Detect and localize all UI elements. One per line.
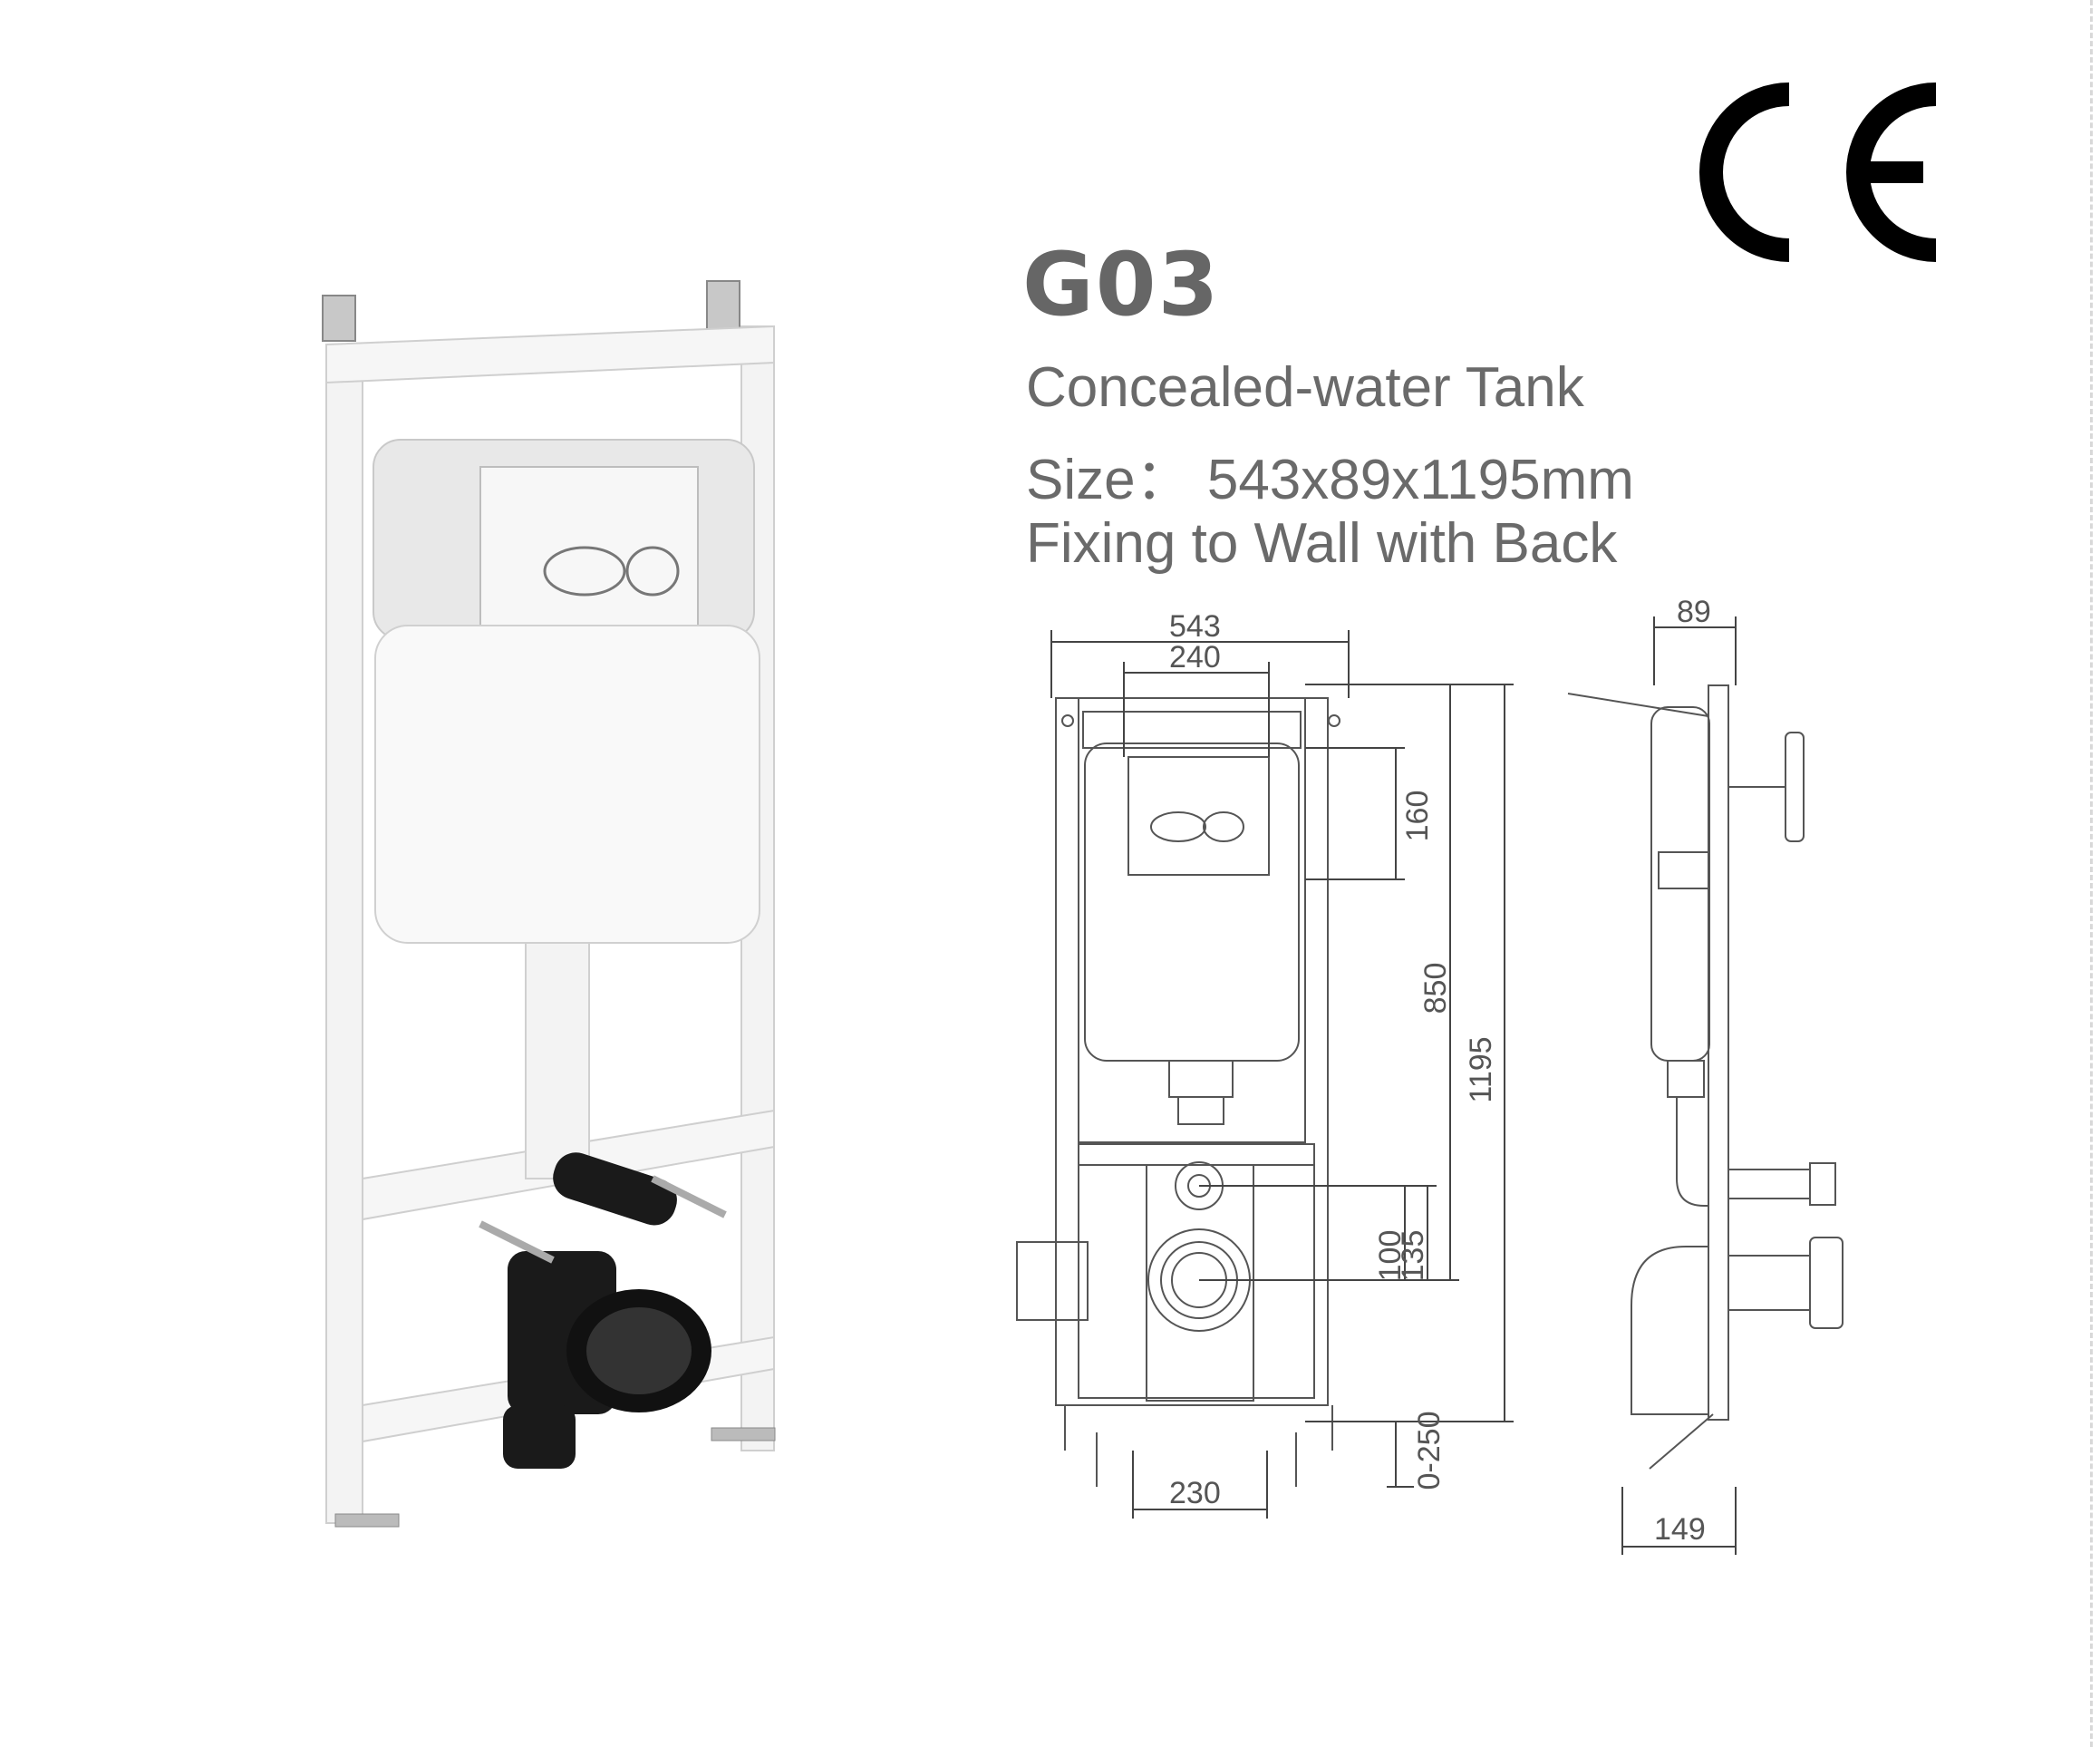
dim-leg-adjust: 0-250	[1412, 1412, 1447, 1490]
product-size: Size： 543x89x1195mm	[1026, 449, 1634, 511]
product-name: Concealed-water Tank	[1026, 356, 1584, 419]
product-mounting: Fixing to Wall with Back	[1026, 512, 1618, 575]
dim-height-tank: 850	[1418, 963, 1453, 1014]
dim-height-overall: 1195	[1464, 1036, 1498, 1102]
dim-height-button: 160	[1400, 791, 1435, 842]
product-photo	[322, 280, 776, 1528]
dim-width-inner: 240	[1169, 640, 1221, 675]
dim-inlet-height: 135	[1396, 1230, 1430, 1282]
dim-depth: 89	[1677, 595, 1711, 629]
dim-outlet-spacing: 230	[1169, 1476, 1221, 1510]
page-edge-dashed	[2090, 0, 2093, 1747]
dim-width-overall: 543	[1169, 609, 1221, 644]
model-number: G03	[1022, 234, 1221, 335]
dim-outlet-height: 100	[1373, 1230, 1408, 1282]
ce-mark-logo	[1699, 82, 1937, 262]
dim-depth-total: 149	[1654, 1512, 1706, 1547]
